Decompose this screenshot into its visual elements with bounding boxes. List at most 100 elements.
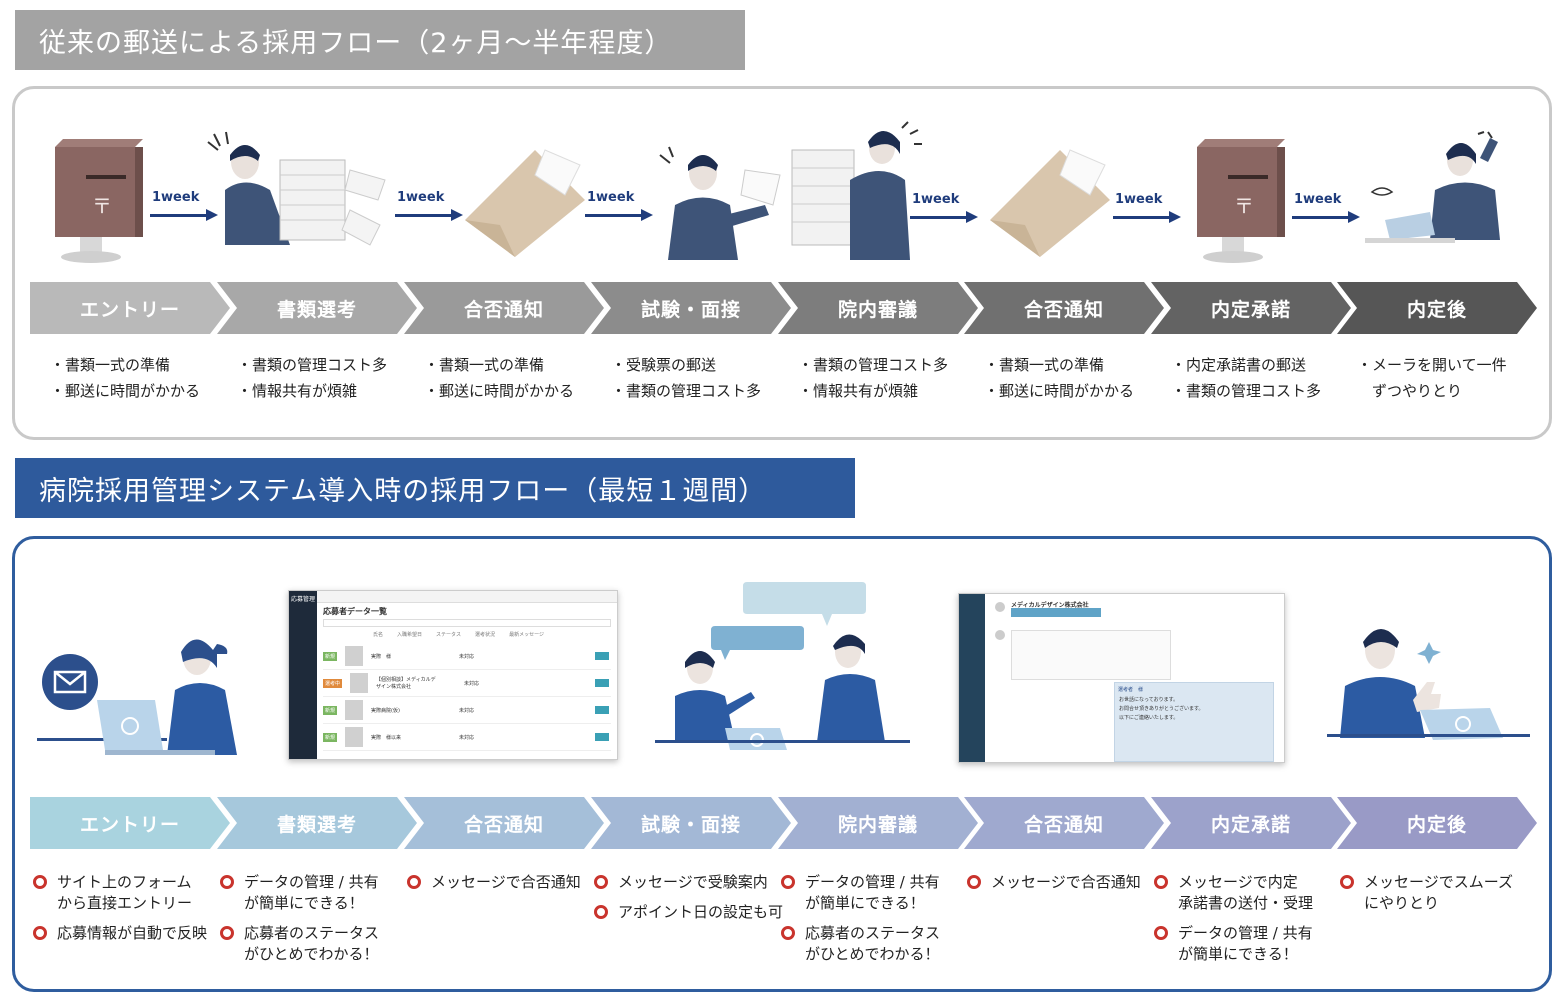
confused-woman-laptop-icon [1365,131,1500,243]
step-chevron: エントリー [30,282,230,334]
note-item: メッセージでスムーズにやりとり [1340,872,1513,914]
step-notes: 書類の管理コスト多情報共有が煩雑 [798,352,948,404]
note-line: 郵送に時間がかかる [424,378,574,404]
step-notes: 書類一式の準備郵送に時間がかかる [984,352,1134,404]
arrow-head [641,209,653,221]
note-line: 応募情報が自動で反映 [57,924,208,942]
step-label: 試験・面接 [640,298,741,321]
note-line: 書類の管理コスト多 [237,352,387,378]
step-notes: メッセージで受験案内アポイント日の設定も可 [594,872,783,932]
applicant-name: 実際 様以来 [371,734,402,741]
arrow-head [966,211,978,223]
step-notes: サイト上のフォームから直接エントリー応募情報が自動で反映 [33,872,207,953]
note-line: 応募者のステータス [244,924,380,942]
step-label: 書類選考 [276,813,357,836]
avatar [995,602,1005,612]
step-chevron: 試験・面接 [591,797,791,849]
stressed-man-icon [207,131,386,246]
arrow-shaft [395,214,453,217]
note-line: 書類一式の準備 [984,352,1134,378]
arrow-head [451,209,463,221]
step-chevron: 合否通知 [964,282,1164,334]
step-label: 合否通知 [1023,813,1104,836]
table-row[interactable]: 新規実際 様以来未対応 [323,724,611,751]
note-item: 応募情報が自動で反映 [33,923,207,944]
step-label: 合否通知 [463,813,544,836]
step-notes: データの管理 / 共有が簡単にできる！応募者のステータスがひとめでわかる！ [781,872,940,974]
note-line: 応募者のステータス [805,924,941,942]
note-item: データの管理 / 共有が簡単にできる！ [220,872,379,914]
step-label: 試験・面接 [640,813,741,836]
note-item: データの管理 / 共有が簡単にできる！ [781,872,940,914]
note-line: メッセージで合否通知 [431,873,581,891]
one-week-arrow: 1week [150,190,220,230]
step-chevron: 合否通知 [404,282,604,334]
detail-button[interactable] [595,733,609,741]
arrow-shaft [910,216,968,219]
step-label: 書類選考 [276,298,357,321]
svg-text:〒: 〒 [1234,194,1254,218]
avatar [345,700,364,720]
table-row[interactable]: 新規実際 様未対応 [323,643,611,670]
note-item: メッセージで合否通知 [967,872,1141,893]
one-week-arrow: 1week [1113,192,1183,232]
step-label: 内定承諾 [1210,298,1291,321]
arrow-label: 1week [912,192,960,207]
note-line: サイト上のフォーム [57,873,192,891]
table-header-cell: 氏名 [373,632,384,638]
message-line: お世話になっております。 [1119,697,1179,703]
status-badge: 新規 [323,651,338,661]
note-line: データの管理 / 共有 [805,873,940,891]
table-header-cell: 入職希望日 [397,632,423,638]
table-row[interactable]: 新規実際病院(仮)未対応 [323,697,611,724]
step-label: エントリー [79,813,180,836]
message-thread-screenshot: メディカルデザイン株式会社 選考者 様 お世話になっております。お問合せ頂きあり… [958,593,1285,763]
detail-button[interactable] [595,706,609,714]
step-chevron: 試験・面接 [591,282,791,334]
step-chevron: 合否通知 [964,797,1164,849]
step-notes: メッセージで合否通知 [407,872,581,902]
screen-sidebar [959,594,985,762]
post-box-icon: 〒 [1197,139,1285,263]
traditional-flow-title: 従来の郵送による採用フロー（2ヶ月〜半年程度） [15,10,745,70]
table-row[interactable]: 選考中【個別相談】メディカルデザイン株式会社未対応 [323,670,611,697]
message-bubble [1011,608,1101,617]
one-week-arrow: 1week [585,190,655,230]
woman-laptop-entry-icon [37,639,237,755]
applicant-list-screenshot: 応募管理 応募者データ一覧 氏名入職希望日ステータス選考状況最新メッセージ 新規… [288,590,618,760]
detail-button[interactable] [595,679,609,687]
note-line: 書類の管理コスト多 [1171,378,1321,404]
one-week-arrow: 1week [395,190,465,230]
step-chevron: 内定後 [1337,282,1537,334]
step-notes: 書類一式の準備郵送に時間がかかる [50,352,200,404]
message-card [1011,630,1171,680]
circle-bullet-icon [1154,926,1168,940]
note-line: データの管理 / 共有 [244,873,379,891]
note-line: 書類の管理コスト多 [611,378,761,404]
step-notes: 書類一式の準備郵送に時間がかかる [424,352,574,404]
rejecting-man-icon [659,146,781,260]
step-chevron: 内定承諾 [1151,797,1351,849]
applicant-status: 未対応 [459,734,475,741]
note-line: から直接エントリー [57,894,193,912]
circle-bullet-icon [220,926,234,940]
envelope-icon [465,149,585,257]
arrow-shaft [1292,216,1350,219]
step-label: 合否通知 [1023,298,1104,321]
note-line: ずつやりとり [1372,382,1463,400]
detail-button[interactable] [595,652,609,660]
avatar [345,646,364,666]
note-line: メッセージで内定 [1178,873,1298,891]
screen-title: 応募者データ一覧 [323,607,387,616]
note-line: アポイント日の設定も可 [618,903,784,921]
stressed-woman-icon [791,121,922,260]
one-week-arrow: 1week [910,192,980,232]
arrow-label: 1week [397,190,445,205]
step-chevron: エントリー [30,797,230,849]
note-item: アポイント日の設定も可 [594,902,783,923]
system-flow-title: 病院採用管理システム導入時の採用フロー（最短１週間） [15,458,855,518]
arrow-label: 1week [1115,192,1163,207]
note-line: 書類の管理コスト多 [798,352,948,378]
step-notes: メッセージで内定承諾書の送付・受理データの管理 / 共有が簡単にできる！ [1154,872,1313,974]
